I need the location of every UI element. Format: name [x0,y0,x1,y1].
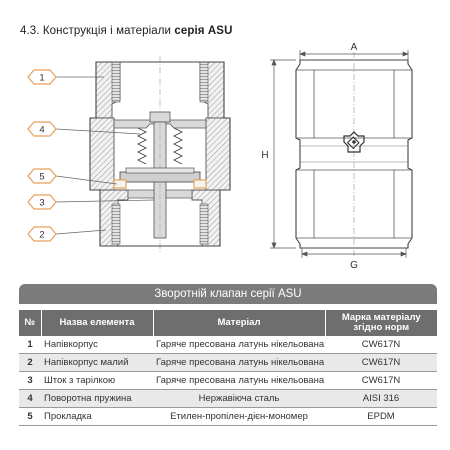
row-element-name: Поворотна пружина [41,389,153,408]
row-grade: CW617N [325,371,437,390]
callout-5-label: 5 [39,172,44,183]
dimension-h-label: H [261,150,268,161]
row-number: 2 [19,353,41,372]
section-heading: 4.3. Конструкція і матеріали серія ASU [20,25,232,37]
valve-disc [119,167,201,183]
callout-1-label: 1 [39,73,44,84]
row-material: Етилен-пропілен-дієн-мономер [153,407,325,426]
dimension-h [270,59,296,249]
materials-table-block: Зворотній клапан серії ASU № Назва елеме… [19,284,437,426]
table-caption: Зворотній клапан серії ASU [19,284,437,304]
table-row: 3 Шток з тарілкою Гаряче пресована латун… [19,371,437,390]
callout-2-label: 2 [39,230,44,241]
dimension-g-label: G [350,260,358,271]
exterior-view [295,52,413,256]
technical-drawing: 1 4 5 3 2 [27,42,413,271]
upper-body-right-wall [199,61,225,119]
spring-coils [136,127,184,165]
heading-prefix: 4.3. Конструкція і матеріали [20,25,175,37]
row-grade: AISI 316 [325,389,437,408]
row-grade: EPDM [325,407,437,426]
header-material-grade: Марка матеріалу згідно норм [325,310,437,336]
row-element-name: Шток з тарілкою [41,371,153,390]
row-material: Гаряче пресована латунь нікельована [153,371,325,390]
row-number: 5 [19,407,41,426]
callout-3-label: 3 [39,198,44,209]
section-view [89,56,231,254]
callout-4-label: 4 [39,125,44,136]
table-row: 2 Напівкорпус малий Гаряче пресована лат… [19,353,437,372]
row-number: 3 [19,371,41,390]
header-number: № [19,310,42,336]
row-material: Нержавіюча сталь [153,389,325,408]
lower-body [99,189,221,247]
row-material: Гаряче пресована латунь нікельована [153,353,325,372]
heading-series: серія ASU [174,25,233,37]
table-header-row: № Назва елемента Матеріал Марка матеріал… [19,310,437,336]
table-row: 1 Напівкорпус Гаряче пресована латунь ні… [19,336,437,354]
dimension-a [299,50,409,60]
dimension-g [301,248,407,258]
row-grade: CW617N [325,336,437,354]
row-number: 4 [19,389,41,408]
callout-leaders [55,76,155,235]
callout-2: 2 [27,226,57,242]
callout-1: 1 [27,69,57,85]
callout-5: 5 [27,168,57,184]
row-element-name: Прокладка [41,407,153,426]
table-row: 5 Прокладка Етилен-пропілен-дієн-мономер… [19,407,437,426]
row-element-name: Напівкорпус малий [41,353,153,372]
row-grade: CW617N [325,353,437,372]
dimension-a-label: A [351,42,358,53]
row-element-name: Напівкорпус [41,336,153,354]
header-material: Матеріал [153,310,326,336]
materials-table: № Назва елемента Матеріал Марка матеріал… [19,310,437,426]
gasket [113,179,207,189]
table-row: 4 Поворотна пружина Нержавіюча сталь AIS… [19,389,437,408]
header-element-name: Назва елемента [41,310,154,336]
row-number: 1 [19,336,41,354]
callout-4: 4 [27,121,57,137]
upper-body-left-wall [95,61,121,119]
callout-3: 3 [27,194,57,210]
row-material: Гаряче пресована латунь нікельована [153,336,325,354]
